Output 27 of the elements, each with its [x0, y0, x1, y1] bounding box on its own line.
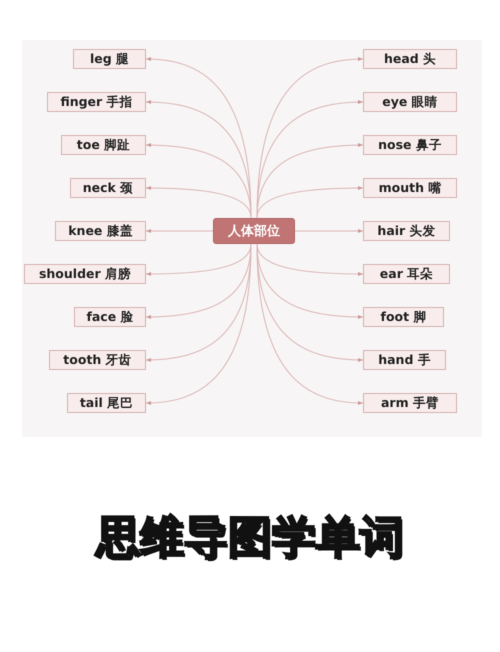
word-box: ear 耳朵: [363, 264, 450, 284]
word-box: nose 鼻子: [363, 135, 457, 155]
word-box: toe 脚趾: [61, 135, 146, 155]
connector-arrow: [146, 244, 252, 276]
word-box: leg 腿: [73, 49, 146, 69]
connector-arrow: [146, 229, 214, 233]
central-topic-box: 人体部位: [213, 218, 295, 244]
word-box: finger 手指: [47, 92, 146, 112]
word-box: arm 手臂: [363, 393, 457, 413]
word-box: head 头: [363, 49, 457, 69]
connector-arrow: [294, 229, 364, 233]
connector-arrow: [256, 244, 364, 405]
connector-arrow: [256, 186, 364, 218]
word-box: tooth 牙齿: [49, 350, 146, 370]
word-box: eye 眼睛: [363, 92, 457, 112]
word-box: hair 头发: [363, 221, 450, 241]
connector-arrow: [146, 244, 252, 405]
word-box: foot 脚: [363, 307, 444, 327]
word-box: hand 手: [363, 350, 446, 370]
word-box: face 脸: [74, 307, 146, 327]
word-box: tail 尾巴: [67, 393, 146, 413]
word-box: knee 膝盖: [55, 221, 146, 241]
word-box: shoulder 肩膀: [24, 264, 146, 284]
word-box: mouth 嘴: [363, 178, 457, 198]
caption: 思维导图学单词: [94, 511, 405, 565]
word-box: neck 颈: [70, 178, 146, 198]
connector-arrow: [146, 186, 252, 218]
